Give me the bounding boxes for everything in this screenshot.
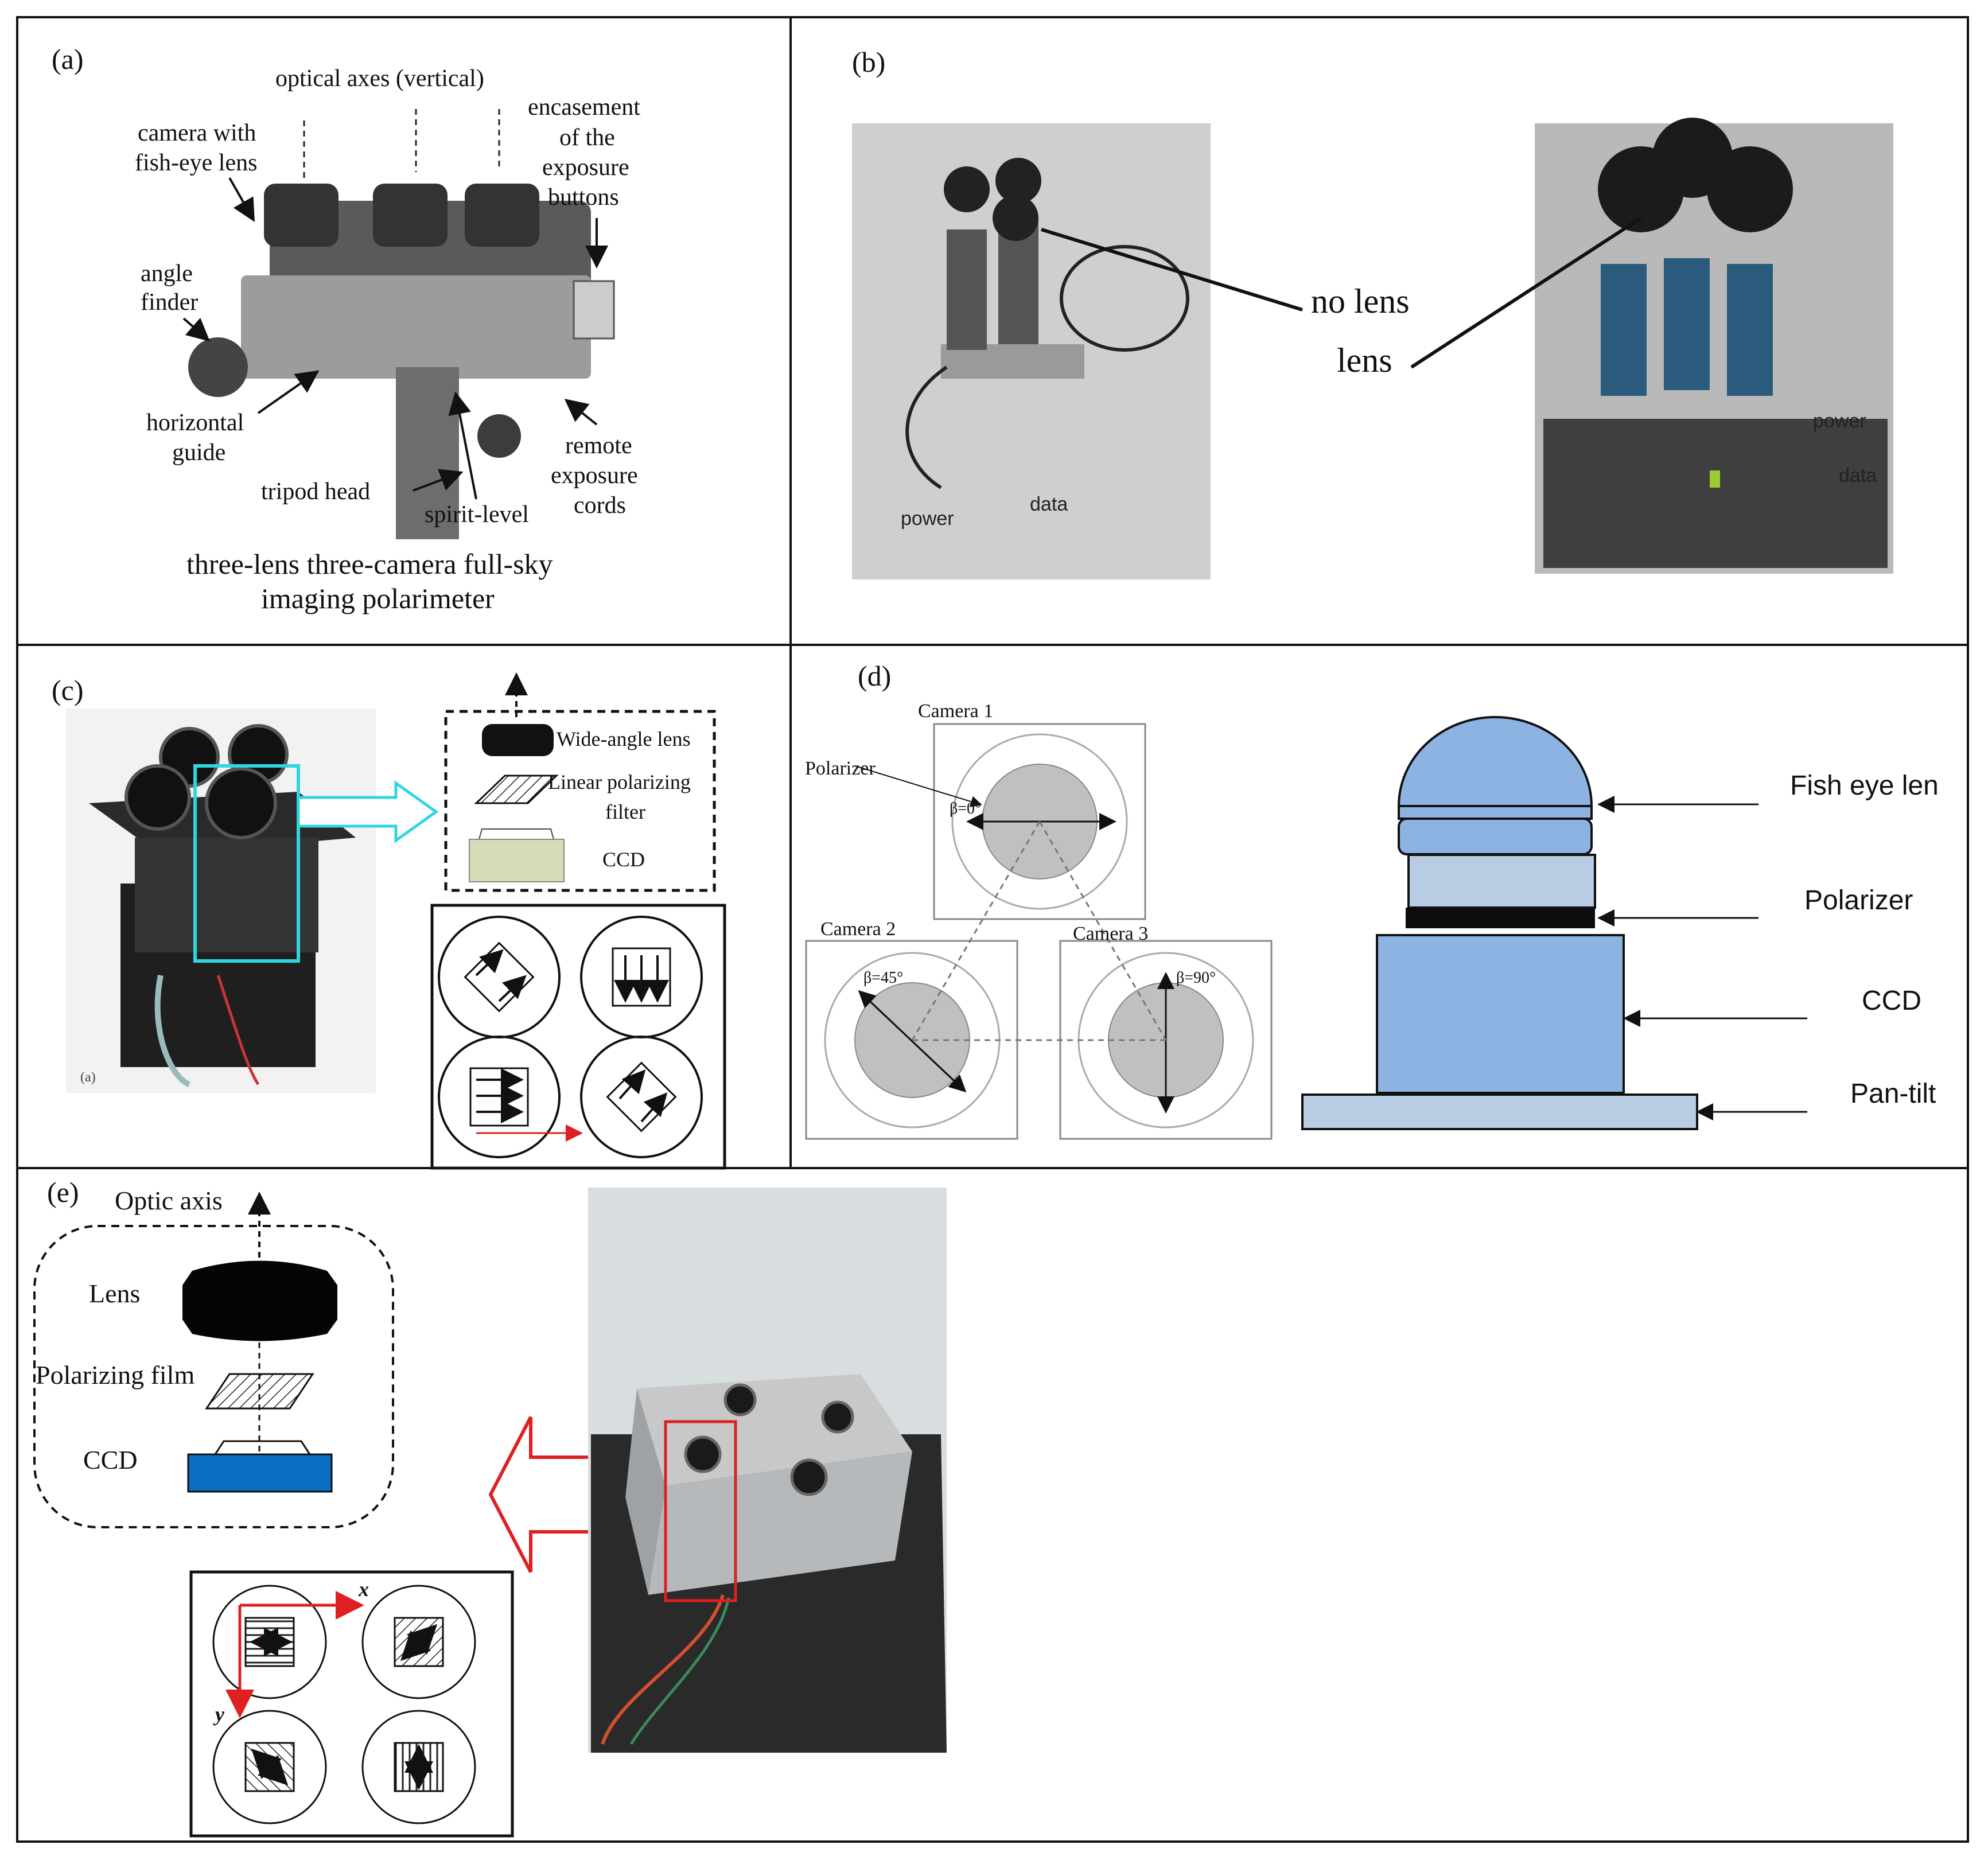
panel-e: (e) Optic axis Lens Polarizing film CCD bbox=[33, 1176, 947, 1838]
panel-d-label: (d) bbox=[858, 660, 891, 692]
label-optic-axis: Optic axis bbox=[115, 1186, 223, 1215]
y-axis-label: y bbox=[213, 1703, 225, 1726]
fisheye-dome bbox=[1397, 716, 1593, 807]
caption-line-1: three-lens three-camera full-sky bbox=[186, 548, 553, 580]
label-encasement-4: buttons bbox=[548, 184, 619, 211]
label-camera-1: Camera 1 bbox=[918, 701, 993, 722]
ccd-sensor-shape bbox=[469, 839, 565, 882]
label-finder: finder bbox=[141, 289, 198, 316]
label-lens: Lens bbox=[89, 1279, 140, 1308]
label-pan-tilt: Pan-tilt bbox=[1850, 1079, 1936, 1109]
label-no-lens: no lens bbox=[1311, 282, 1410, 320]
label-spirit-level: spirit-level bbox=[425, 501, 529, 528]
label-lens: lens bbox=[1337, 341, 1392, 379]
label-camera-3: Camera 3 bbox=[1073, 923, 1148, 944]
panel-c: (c) (a) Wide-angle lens Linear polarizin… bbox=[52, 672, 726, 1170]
label-polarizer-large: Polarizer bbox=[1804, 885, 1913, 916]
label-fish-eye-lens: fish-eye lens bbox=[135, 150, 257, 176]
panel-grid bbox=[16, 16, 1969, 1843]
label-power-right: power bbox=[1813, 410, 1866, 432]
label-optical-axes: optical axes (vertical) bbox=[275, 65, 484, 92]
panel-e-label: (e) bbox=[47, 1176, 79, 1208]
label-ccd-large: CCD bbox=[1862, 986, 1921, 1016]
fisheye-stack-diagram bbox=[1301, 716, 1698, 1130]
red-highlight-box bbox=[664, 1420, 737, 1602]
ccd-housing-outline bbox=[478, 828, 554, 840]
label-camera-with: camera with bbox=[138, 120, 256, 146]
ccd-body bbox=[1376, 934, 1625, 1094]
polarizing-film-shape bbox=[205, 1373, 314, 1410]
photo-aluminium-camera-box bbox=[588, 1188, 947, 1753]
caption-line-2: imaging polarimeter bbox=[261, 582, 495, 614]
fisheye-band-1 bbox=[1398, 805, 1593, 820]
pixel-90-deg bbox=[361, 1710, 476, 1824]
label-polarizer-small: Polarizer bbox=[805, 758, 876, 779]
panel-b-leader-lines bbox=[1041, 216, 1642, 369]
wide-angle-lens-shape bbox=[482, 724, 554, 756]
label-exposure: exposure bbox=[551, 462, 638, 489]
linear-filter-shape bbox=[474, 775, 559, 804]
label-beta-0: β=0° bbox=[950, 800, 981, 818]
label-encasement-3: exposure bbox=[542, 154, 629, 181]
lens-shape bbox=[182, 1260, 337, 1341]
panel-c-label: (c) bbox=[52, 674, 84, 706]
label-fish-eye-len: Fish eye len bbox=[1790, 770, 1939, 801]
panel-a-label: (a) bbox=[52, 43, 84, 75]
fisheye-band-2 bbox=[1398, 818, 1593, 855]
pixel-135-deg bbox=[212, 1710, 327, 1824]
label-beta-90: β=90° bbox=[1176, 969, 1216, 987]
label-ccd: CCD bbox=[602, 848, 645, 871]
label-horizontal: horizontal bbox=[146, 410, 244, 436]
optics-dashed-box bbox=[444, 710, 716, 892]
x-axis-label: x bbox=[358, 1578, 369, 1601]
label-remote: remote bbox=[565, 433, 632, 459]
polarizer-dark-strip bbox=[1406, 908, 1595, 928]
panel-a-pointer-arrows bbox=[182, 177, 608, 500]
label-wide-angle-lens: Wide-angle lens bbox=[557, 727, 690, 750]
label-linear-polarizing: Linear polarizing bbox=[548, 770, 691, 793]
label-power-left: power bbox=[901, 508, 954, 530]
label-data-left: data bbox=[1030, 493, 1068, 515]
panel-b: (b) no lens lens bbox=[852, 46, 1893, 579]
label-encasement-1: encasement bbox=[528, 94, 640, 120]
photo-four-camera-block: (a) bbox=[66, 709, 376, 1093]
label-guide: guide bbox=[172, 439, 225, 466]
polarizer-pointer bbox=[854, 765, 982, 807]
pixel-cell-0 bbox=[438, 1036, 561, 1158]
photo-tag: (a) bbox=[80, 1070, 96, 1085]
optics-rounded-dashed-box bbox=[33, 1225, 394, 1528]
label-filter: filter bbox=[605, 800, 645, 823]
cyan-arrow bbox=[297, 780, 439, 843]
polarizer-block bbox=[1407, 854, 1596, 909]
ccd-housing-line bbox=[214, 1440, 311, 1455]
panel-a: (a) optical axes (vertical) camera with … bbox=[52, 43, 640, 614]
label-tripod-head: tripod head bbox=[261, 478, 370, 505]
cyan-highlight-box bbox=[193, 764, 300, 963]
label-camera-2: Camera 2 bbox=[820, 919, 896, 940]
three-camera-rig-photo bbox=[188, 184, 615, 539]
photo-no-lens-setup bbox=[852, 123, 1211, 579]
label-cords: cords bbox=[574, 492, 626, 519]
label-angle: angle bbox=[141, 260, 193, 287]
ccd-sensor-blue bbox=[187, 1453, 333, 1493]
label-beta-45: β=45° bbox=[863, 969, 903, 987]
pan-tilt-base bbox=[1301, 1093, 1698, 1130]
photo-lens-setup bbox=[1535, 118, 1893, 574]
label-encasement-2: of the bbox=[559, 124, 615, 151]
stack-pointer-arrows bbox=[1597, 796, 1807, 1120]
label-data-right: data bbox=[1839, 465, 1877, 487]
rig-axis-lines bbox=[303, 109, 500, 178]
pixel-cell-45 bbox=[580, 1036, 703, 1158]
panel-d: (d) Camera 1 bbox=[805, 660, 1939, 1140]
panel-b-label: (b) bbox=[852, 46, 885, 78]
pixel-45-deg bbox=[361, 1585, 476, 1699]
pixel-0-deg bbox=[212, 1585, 327, 1699]
pixel-array-box bbox=[430, 904, 726, 1170]
label-polarizing-film: Polarizing film bbox=[36, 1360, 194, 1390]
label-ccd: CCD bbox=[83, 1445, 138, 1474]
camera-triangle-links bbox=[911, 821, 1167, 1041]
